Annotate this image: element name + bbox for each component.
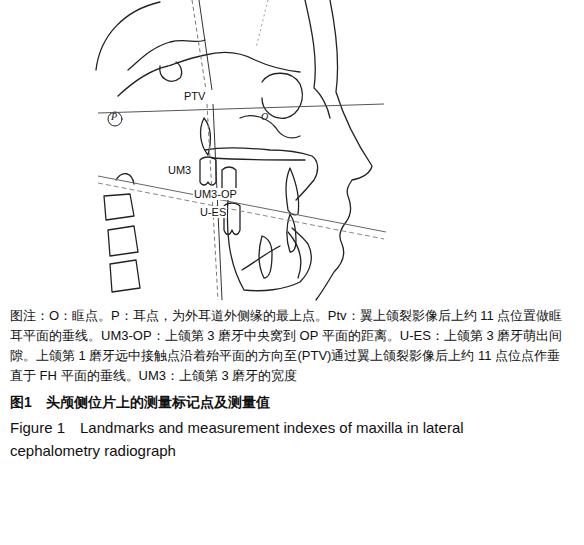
vertebra bbox=[110, 260, 140, 292]
cranium-outline bbox=[96, 2, 160, 70]
frontal-bone bbox=[305, 0, 330, 118]
occlusal-plane bbox=[98, 183, 384, 239]
measurement-label: U-ES bbox=[199, 206, 227, 218]
ptv-line bbox=[192, 0, 206, 90]
lower-incisor bbox=[287, 214, 296, 252]
landmark-label: PTV bbox=[183, 90, 206, 102]
soft-tissue-profile bbox=[316, 0, 372, 300]
landmark-label: P bbox=[111, 111, 117, 122]
upper-incisor bbox=[286, 168, 299, 215]
porion-mark bbox=[108, 112, 122, 126]
vertebra bbox=[108, 226, 138, 256]
figure-note: 图注：O：眶点。P：耳点，为外耳道外侧缘的最上点。Ptv：翼上颌裂影像后上约 1… bbox=[10, 306, 572, 386]
figure-caption: 图1 头颅侧位片上的测量标记点及测量值 bbox=[10, 394, 270, 412]
fh-plane bbox=[98, 104, 384, 113]
ptv-line bbox=[207, 104, 218, 300]
reference-line bbox=[256, 0, 268, 48]
lower-canine bbox=[259, 236, 272, 278]
ptv-line bbox=[199, 0, 212, 90]
english-caption: Figure 1 Landmarks and measurement index… bbox=[10, 416, 530, 462]
upper-third-molar bbox=[200, 157, 216, 185]
occlusal-plane bbox=[98, 176, 386, 232]
zygoma bbox=[240, 116, 300, 138]
symphysis bbox=[288, 232, 301, 278]
ptv-line bbox=[213, 104, 222, 300]
vertebra bbox=[104, 194, 134, 220]
palate bbox=[212, 158, 305, 160]
measurement-label: UM3-OP bbox=[193, 188, 238, 200]
landmark-label: O bbox=[261, 111, 268, 122]
petrous bbox=[128, 40, 205, 70]
mandible-inner bbox=[242, 246, 280, 270]
sella bbox=[160, 62, 182, 81]
landmark-label: UM3 bbox=[168, 164, 191, 176]
